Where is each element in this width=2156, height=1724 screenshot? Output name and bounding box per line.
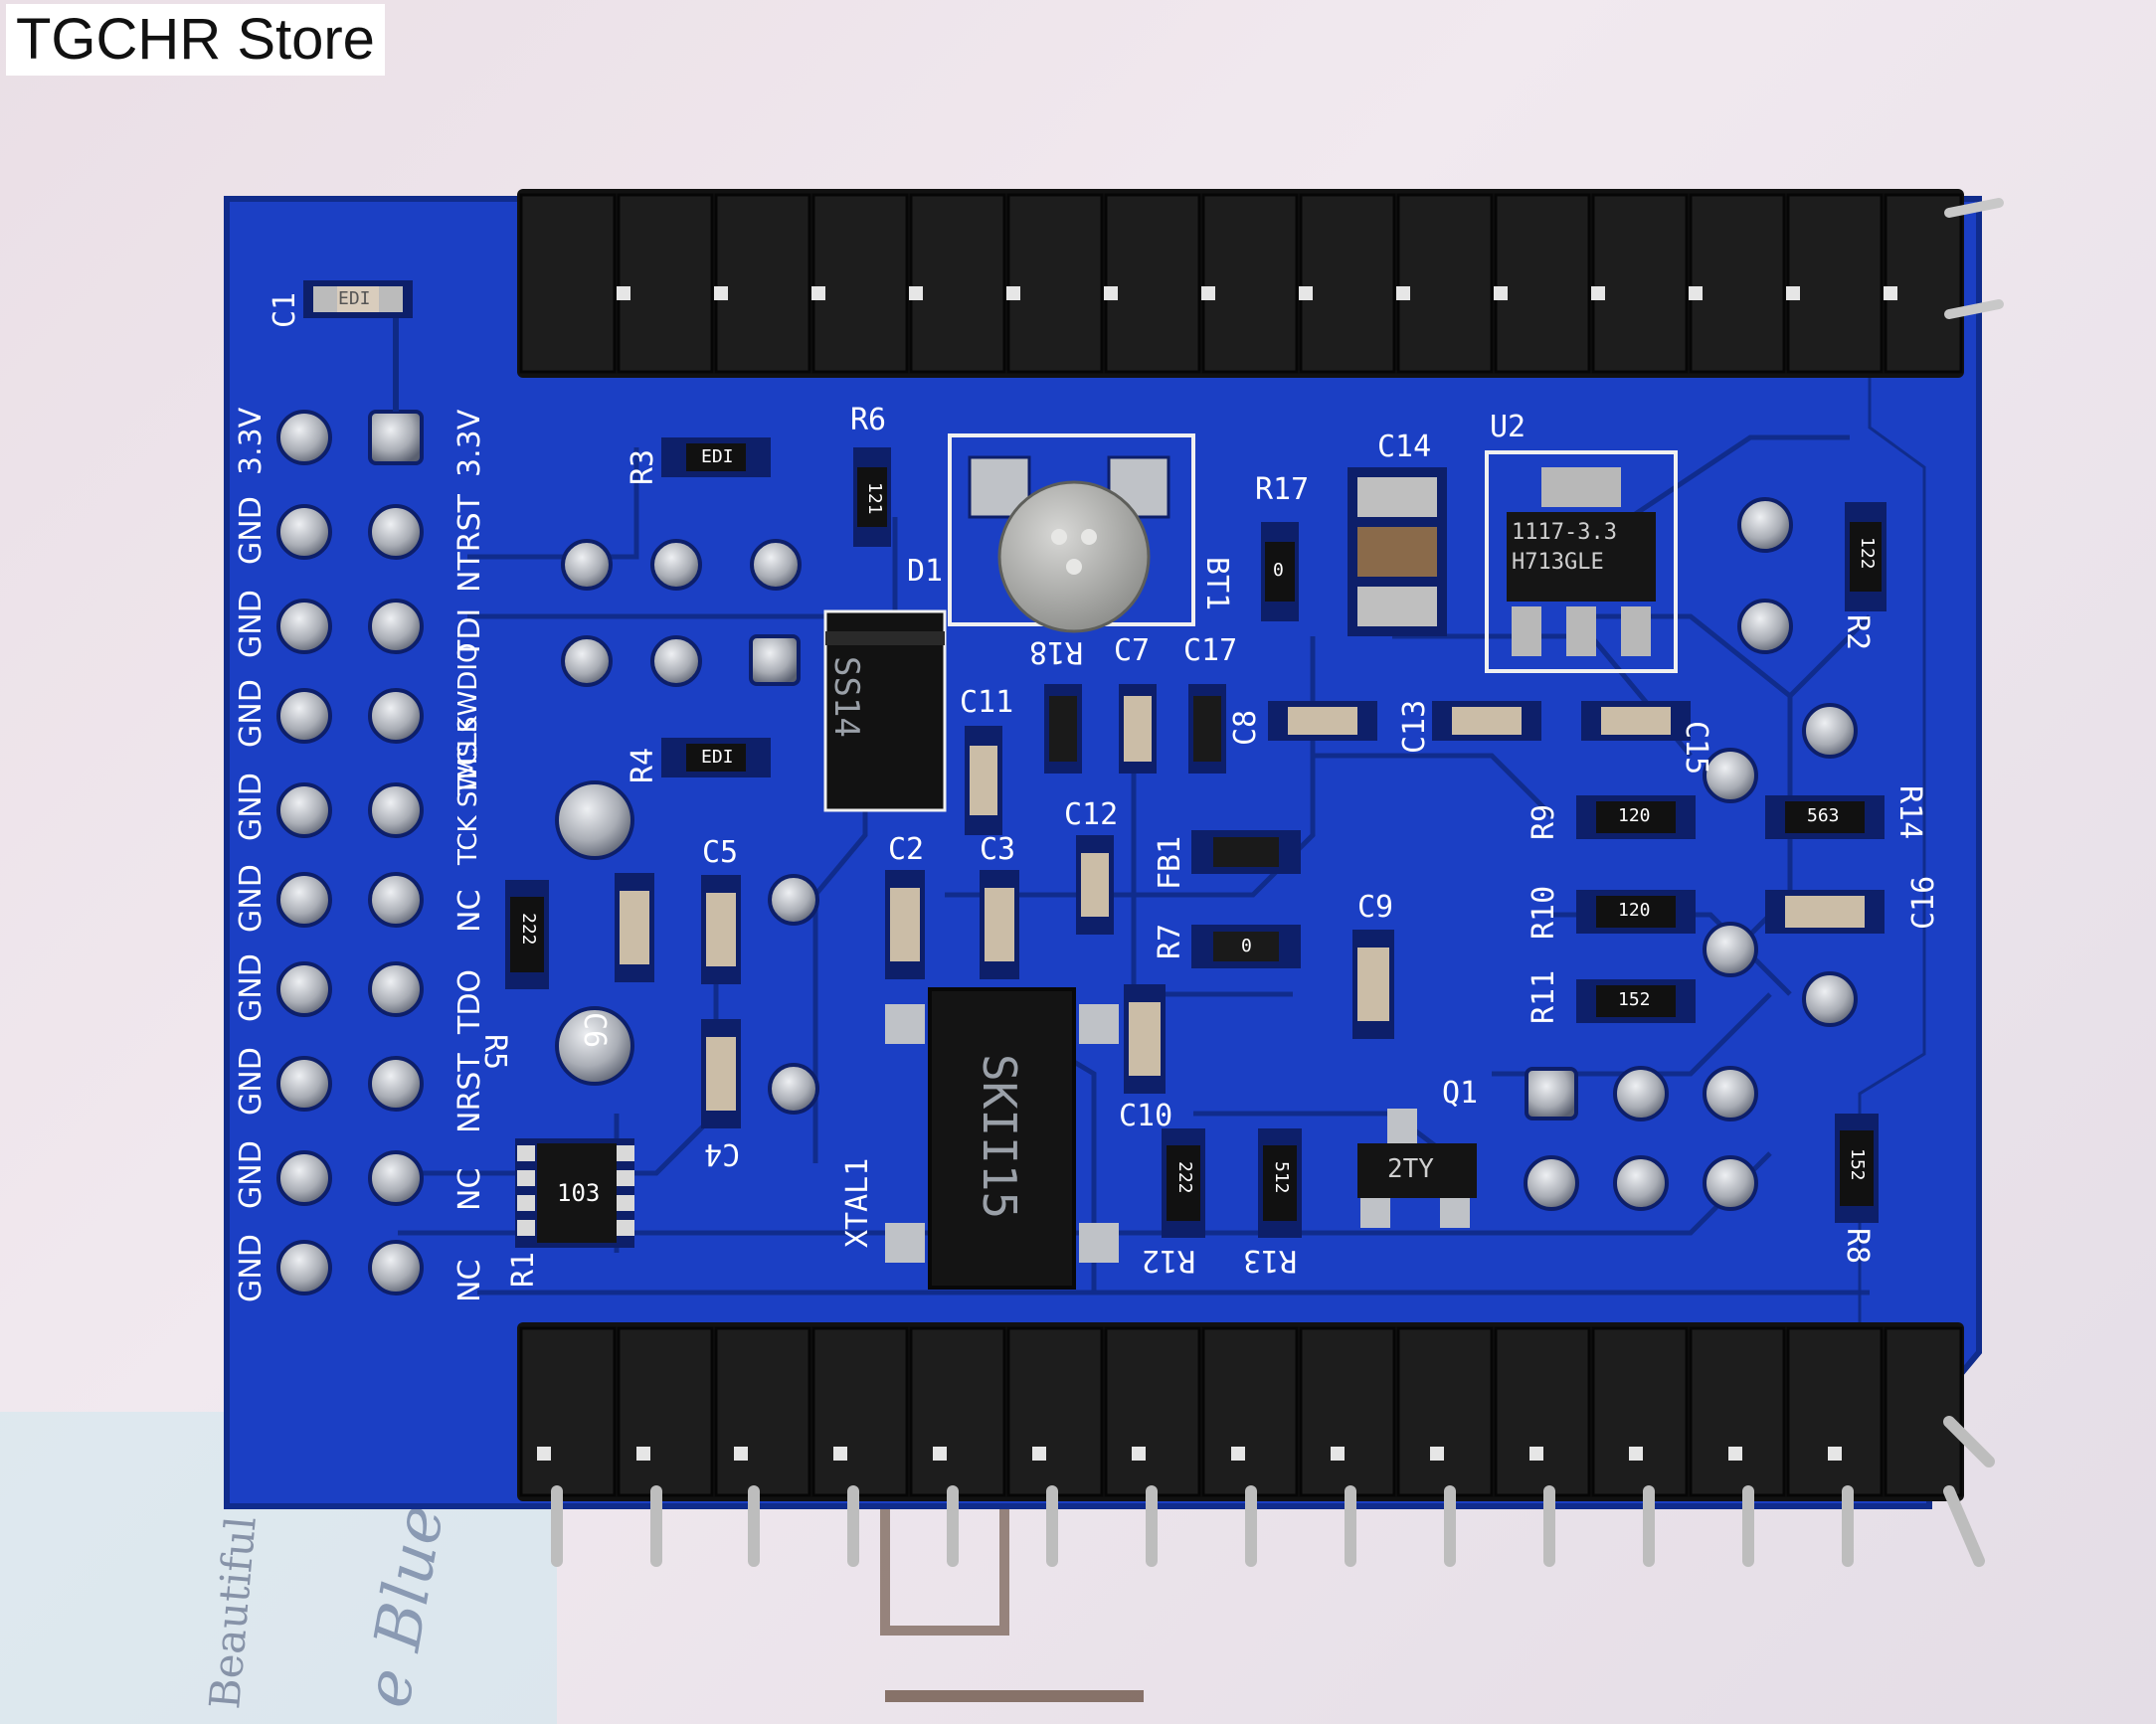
smd-parts: [303, 280, 1886, 1290]
bottom-pin-header: [517, 1322, 1995, 1567]
misc-pads: [555, 497, 1858, 1211]
jtag-pads: [276, 298, 424, 1295]
store-watermark: TGCHR Store: [6, 4, 385, 76]
top-pin-header: [517, 189, 2004, 378]
